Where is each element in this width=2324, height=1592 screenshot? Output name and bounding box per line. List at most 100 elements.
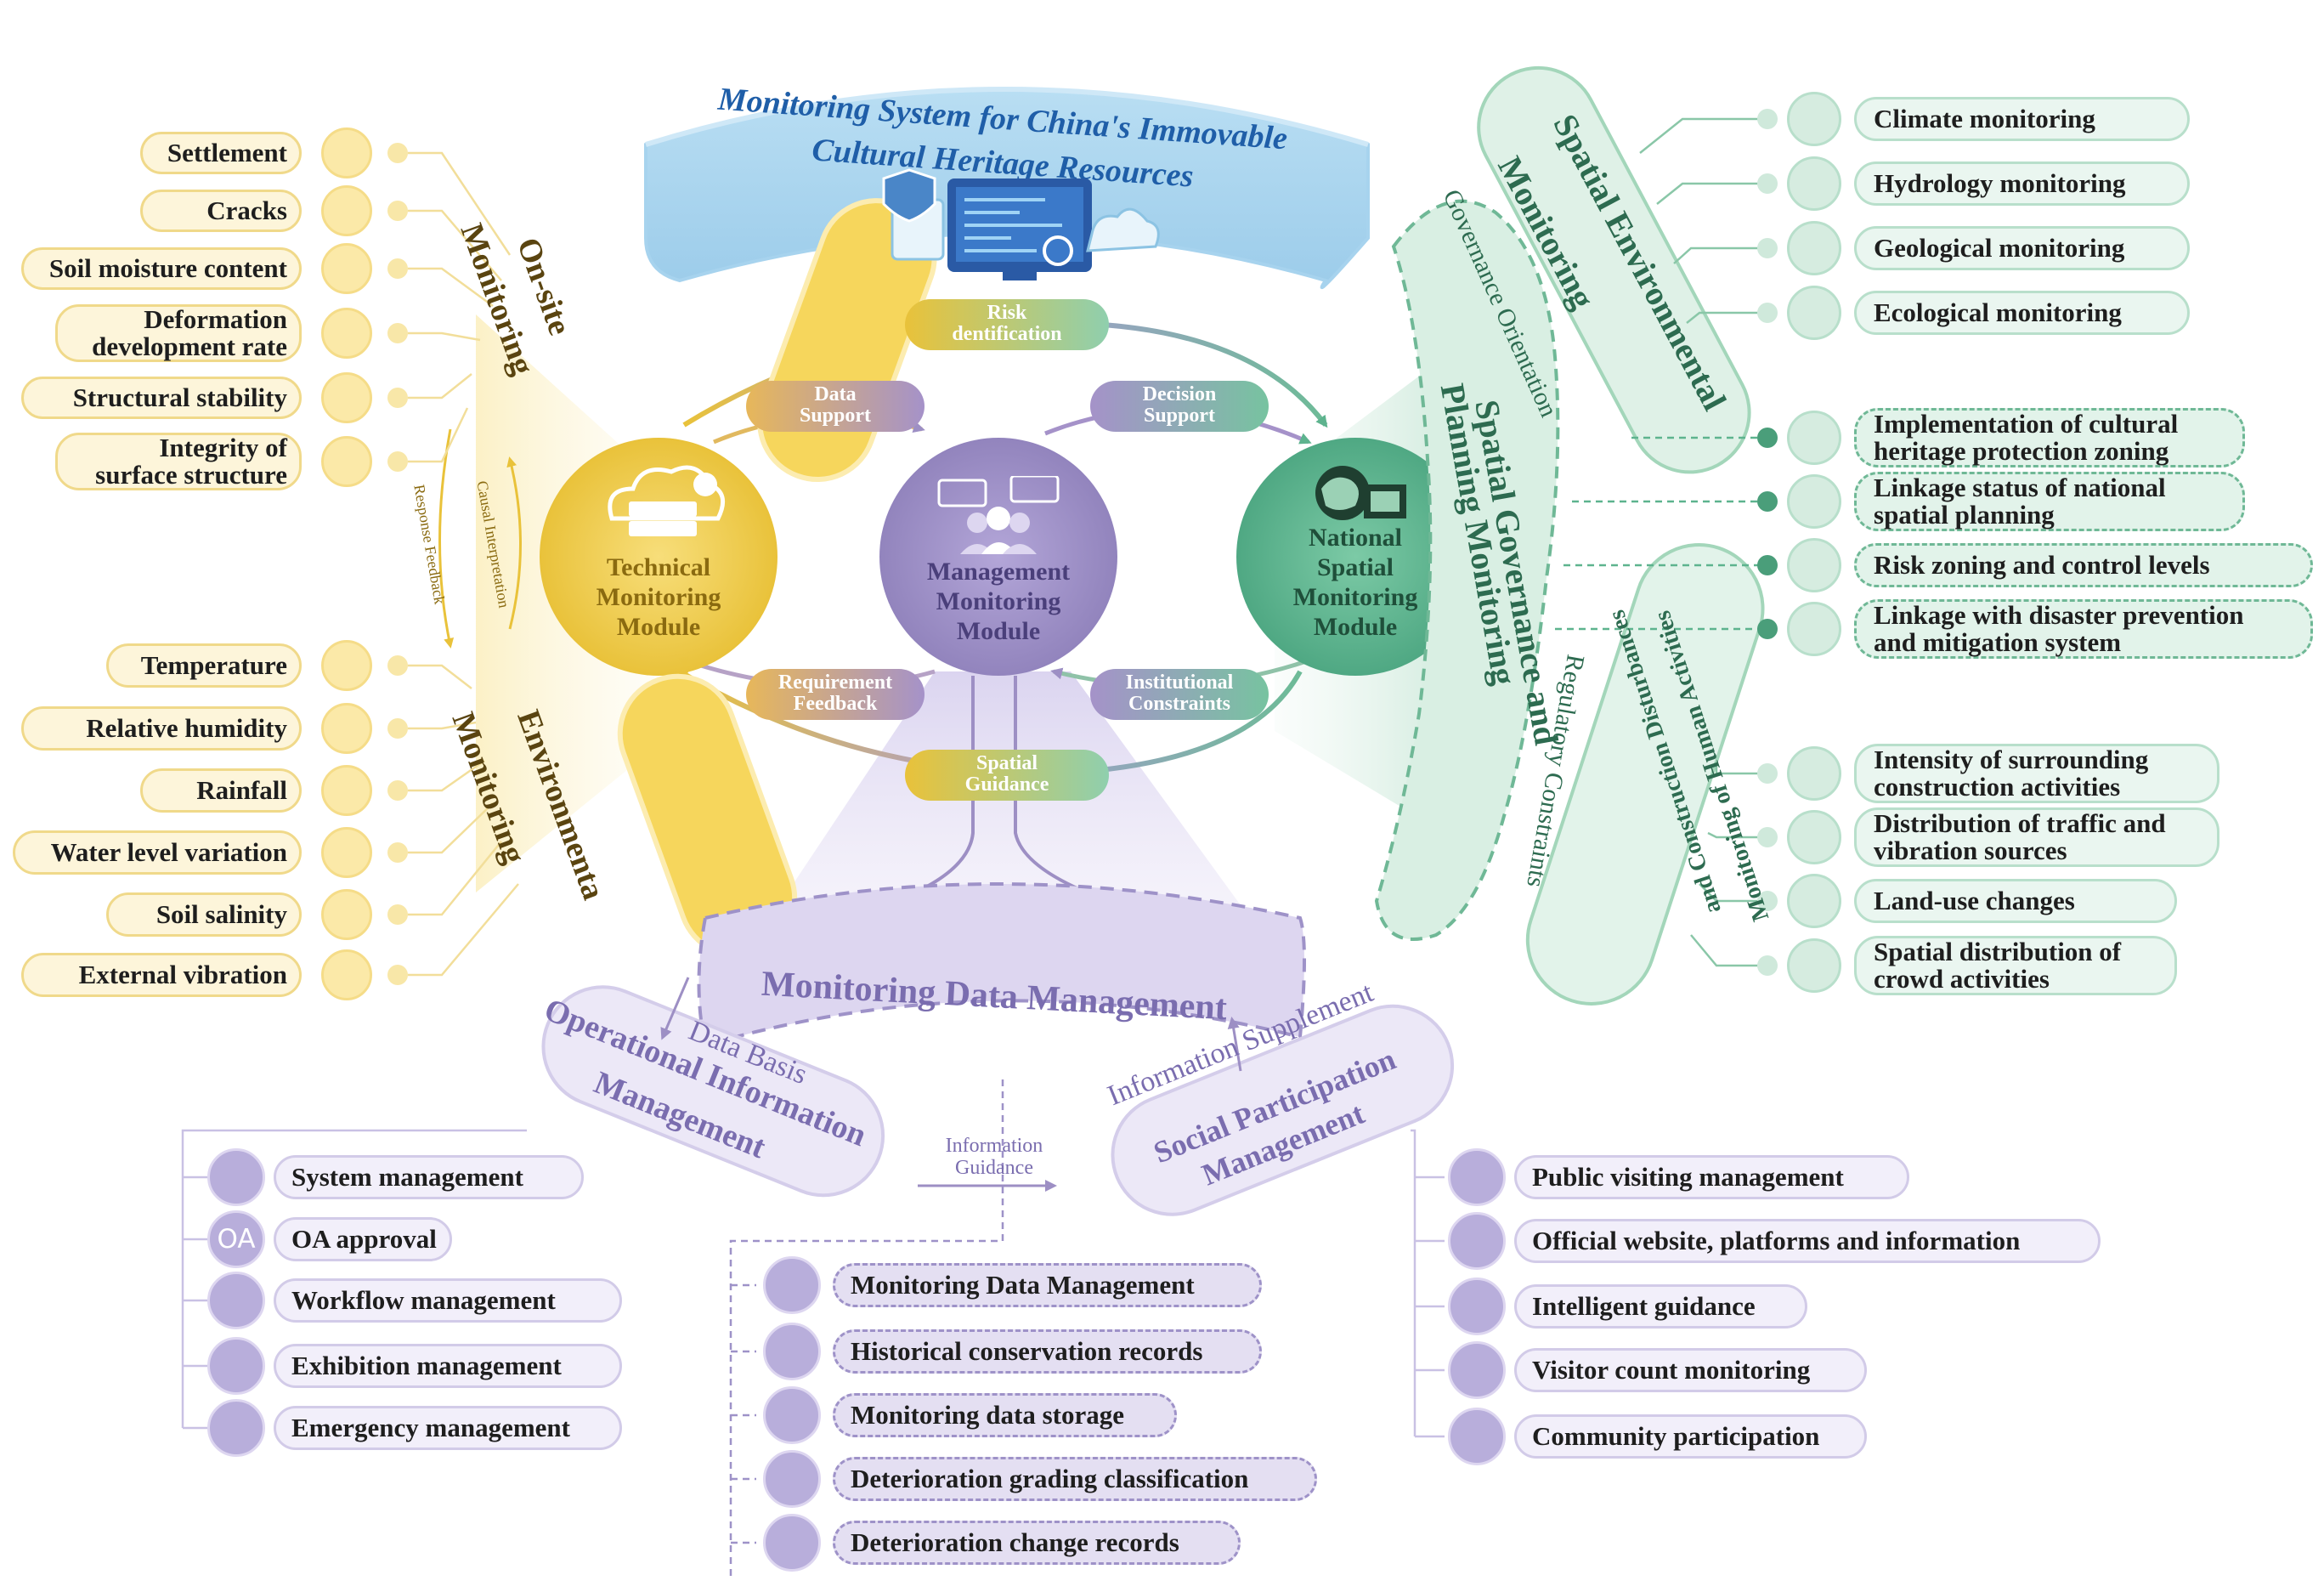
- bar-chart-icon: [763, 1386, 821, 1444]
- computer-monitor-icon: [882, 168, 1160, 280]
- cracks-icon: [321, 185, 372, 236]
- social-item-0-text: Public visiting management: [1532, 1162, 1844, 1192]
- data-list-item-0-text: Monitoring Data Management: [851, 1270, 1195, 1300]
- technical-module-label: Technical Monitoring Module: [596, 553, 721, 641]
- env-item-2-text: Rainfall: [196, 775, 287, 805]
- spatial-env-item-3: Ecological monitoring: [1854, 291, 2190, 335]
- operational-item-2-text: Workflow management: [291, 1285, 556, 1315]
- water-level-icon: [321, 827, 372, 878]
- env-item-0-text: Temperature: [140, 650, 287, 680]
- operational-item-3-text: Exhibition management: [291, 1351, 562, 1380]
- operational-item-4-text: Emergency management: [291, 1413, 570, 1442]
- data-list-item-2-text: Monitoring data storage: [851, 1400, 1125, 1430]
- guidance-pin-icon: [1448, 1278, 1506, 1335]
- emergency-icon: [207, 1399, 265, 1457]
- onsite-item-4: Structural stability: [21, 377, 302, 419]
- env-item-1: Relative humidity: [21, 706, 302, 751]
- ecology-icon: [1787, 286, 1841, 340]
- social-item-4-text: Community participation: [1532, 1421, 1820, 1451]
- onsite-item-2: Soil moisture content: [21, 247, 302, 290]
- human-item-3: Spatial distribution of crowd activities: [1854, 936, 2177, 995]
- env-item-0: Temperature: [106, 643, 302, 688]
- requirement-feedback-label: Requirement Feedback: [777, 671, 893, 715]
- env-item-4-text: Soil salinity: [155, 899, 287, 929]
- community-icon: [1448, 1408, 1506, 1465]
- geology-icon: [1787, 221, 1841, 275]
- data-list-item-1: Historical conservation records: [833, 1329, 1262, 1374]
- globe-map-icon: [1315, 466, 1406, 520]
- workflow-icon: [207, 1272, 265, 1329]
- spatial-env-item-0: Climate monitoring: [1854, 97, 2190, 141]
- social-item-0: Public visiting management: [1514, 1155, 1909, 1199]
- human-item-1-text: Distribution of traffic and vibration so…: [1874, 808, 2166, 865]
- data-list-item-0: Monitoring Data Management: [833, 1263, 1262, 1307]
- institutional-constraints-label: Institutional Constraints: [1125, 671, 1234, 715]
- deformation-icon: [321, 308, 372, 359]
- national-module-label: National Spatial Monitoring Module: [1292, 524, 1418, 641]
- onsite-item-3-text: Deformation development rate: [92, 304, 287, 361]
- operational-item-1: OA approval: [274, 1217, 452, 1261]
- spatial-env-item-2: Geological monitoring: [1854, 226, 2190, 270]
- people-group-icon: [937, 476, 1060, 554]
- spatial-guidance-label: Spatial Guidance: [964, 752, 1049, 796]
- spatial-planning-icon: [1787, 474, 1841, 529]
- onsite-item-2-text: Soil moisture content: [48, 253, 287, 283]
- data-list-item-4-text: Deterioration change records: [851, 1527, 1179, 1557]
- human-item-0: Intensity of surrounding construction ac…: [1854, 744, 2219, 803]
- oa-approval-icon: OA: [207, 1210, 265, 1268]
- spatial-env-item-1: Hydrology monitoring: [1854, 161, 2190, 206]
- social-item-1-text: Official website, platforms and informat…: [1532, 1226, 2021, 1255]
- humidity-icon: [321, 703, 372, 754]
- governance-item-3-text: Linkage with disaster prevention and mit…: [1874, 600, 2244, 657]
- env-item-3: Water level variation: [13, 830, 302, 875]
- visiting-icon: [1448, 1148, 1506, 1206]
- operational-item-1-text: OA approval: [291, 1224, 437, 1254]
- database-icon: [763, 1256, 821, 1314]
- rainfall-icon: [321, 765, 372, 816]
- env-item-2: Rainfall: [140, 768, 302, 813]
- onsite-item-4-text: Structural stability: [72, 382, 287, 412]
- risk-identification-label: Risk dentification: [952, 302, 1062, 345]
- data-list-item-1-text: Historical conservation records: [851, 1336, 1203, 1366]
- data-list-item-3-text: Deterioration grading classification: [851, 1464, 1249, 1493]
- trend-chart-icon: [763, 1514, 821, 1572]
- soil-moisture-icon: [321, 243, 372, 294]
- operational-item-2: Workflow management: [274, 1278, 622, 1323]
- human-item-2-text: Land-use changes: [1874, 886, 2075, 915]
- data-support-label: Data Support: [799, 383, 872, 427]
- zoning-icon: [1787, 411, 1841, 465]
- settlement-icon: [321, 127, 372, 178]
- temperature-icon: [321, 640, 372, 691]
- climate-icon: [1787, 92, 1841, 146]
- system-hierarchy-icon: [207, 1148, 265, 1206]
- human-item-2: Land-use changes: [1854, 879, 2177, 923]
- onsite-item-0-text: Settlement: [167, 138, 287, 167]
- hydrology-icon: [1787, 156, 1841, 211]
- information-guidance-label: Information Guidance: [945, 1135, 1043, 1179]
- server-cloud-icon: [608, 465, 726, 536]
- social-item-2: Intelligent guidance: [1514, 1284, 1807, 1329]
- governance-item-3: Linkage with disaster prevention and mit…: [1854, 599, 2313, 659]
- governance-item-1: Linkage status of national spatial plann…: [1854, 472, 2245, 531]
- env-item-4: Soil salinity: [106, 892, 302, 937]
- management-module-label: Management Monitoring Module: [926, 558, 1071, 645]
- operational-item-4: Emergency management: [274, 1406, 622, 1450]
- governance-item-0: Implementation of cultural heritage prot…: [1854, 408, 2245, 467]
- governance-item-1-text: Linkage status of national spatial plann…: [1874, 473, 2166, 530]
- onsite-item-5: Integrity of surface structure: [55, 433, 302, 490]
- crowd-icon: [1787, 938, 1841, 993]
- human-item-1: Distribution of traffic and vibration so…: [1854, 807, 2219, 867]
- risk-zoning-icon: [1787, 538, 1841, 592]
- social-item-1: Official website, platforms and informat…: [1514, 1219, 2101, 1263]
- surface-integrity-icon: [321, 436, 372, 487]
- operational-item-0-text: System management: [291, 1162, 523, 1192]
- document-icon: [763, 1450, 821, 1508]
- spatial-env-item-3-text: Ecological monitoring: [1874, 297, 2122, 327]
- onsite-item-3: Deformation development rate: [55, 304, 302, 362]
- onsite-item-0: Settlement: [140, 132, 302, 174]
- onsite-item-5-text: Integrity of surface structure: [95, 433, 287, 490]
- social-item-3: Visitor count monitoring: [1514, 1348, 1867, 1392]
- construction-icon: [1787, 746, 1841, 801]
- soil-salinity-icon: [321, 889, 372, 940]
- spatial-env-item-0-text: Climate monitoring: [1874, 104, 2095, 133]
